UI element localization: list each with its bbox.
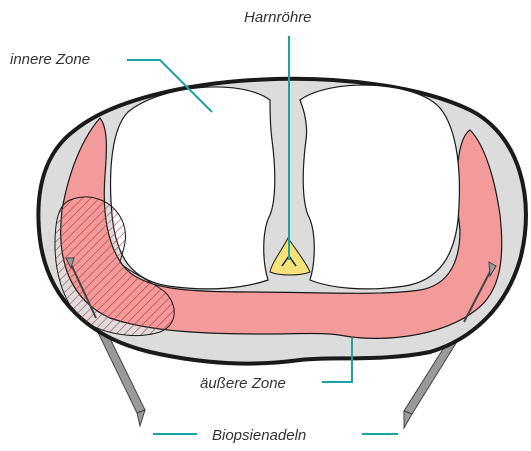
- needle-left-tip: [137, 410, 145, 426]
- biopsy-needles-label: Biopsienadeln: [212, 427, 306, 444]
- inner-zone-left-lobe: [111, 87, 275, 289]
- urethra-label: Harnröhre: [244, 9, 312, 26]
- inner-zone-label: innere Zone: [10, 51, 90, 68]
- outer-zone-label: äußere Zone: [200, 375, 286, 392]
- needle-right-tip: [404, 411, 412, 428]
- inner-zone-right-lobe: [300, 85, 459, 289]
